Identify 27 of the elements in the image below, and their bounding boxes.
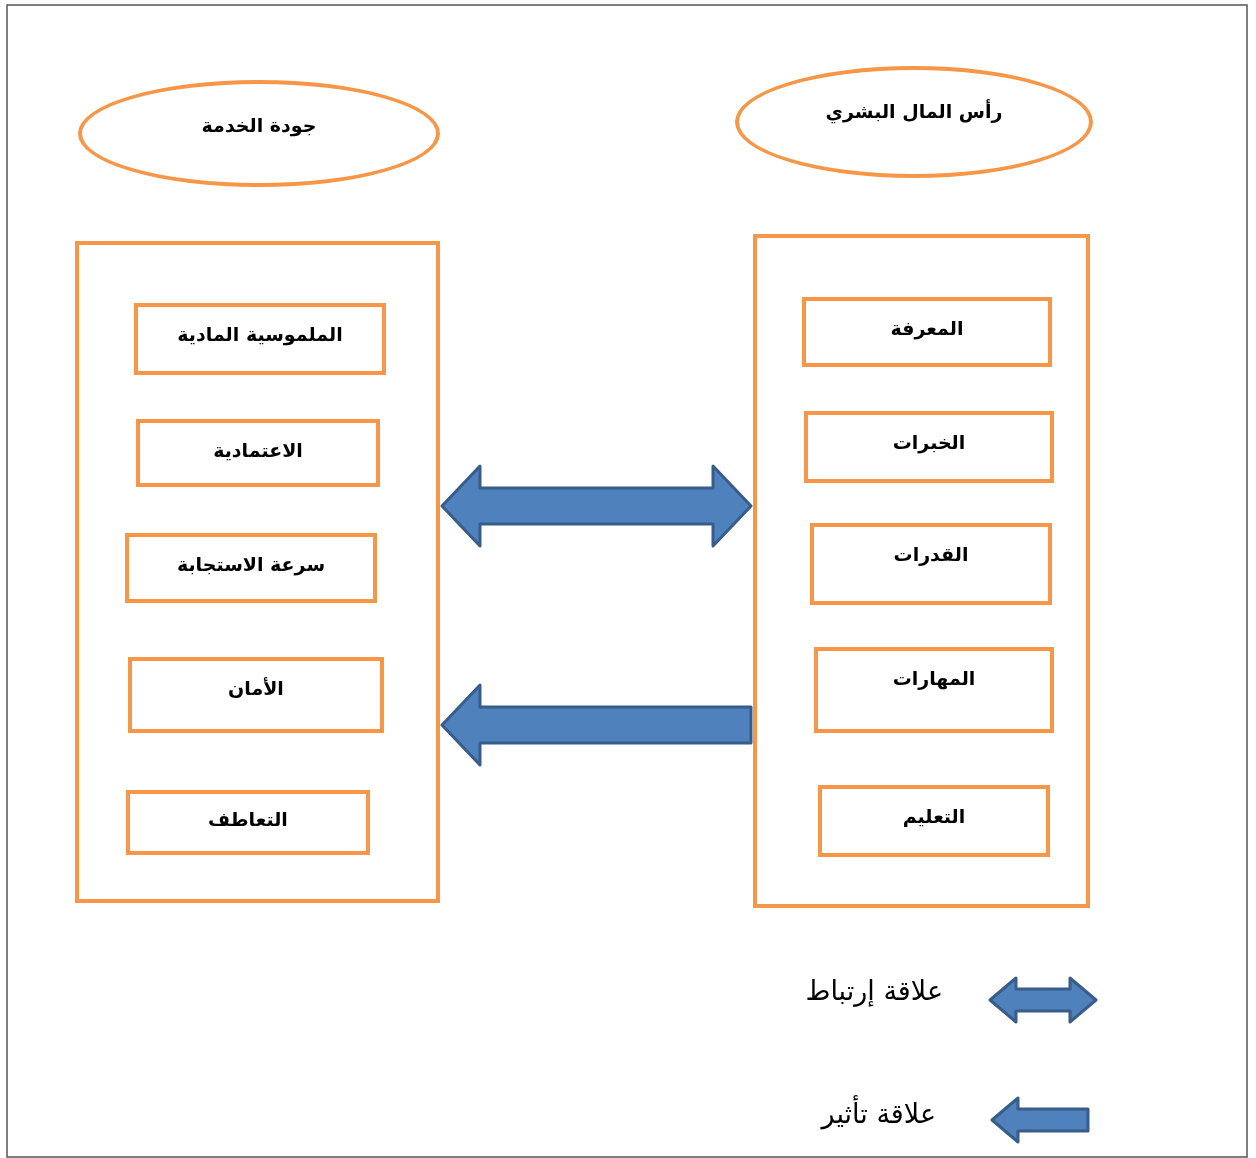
node-label: سرعة الاستجابة xyxy=(175,553,327,575)
node-label: التعاطف xyxy=(207,808,289,830)
node-label: جودة الخدمة xyxy=(200,114,318,136)
item-box xyxy=(125,533,377,603)
item-box xyxy=(814,647,1054,733)
node-label: الخبرات xyxy=(891,431,967,453)
node-label: التعليم xyxy=(901,805,967,827)
item-box xyxy=(126,790,370,855)
item-box xyxy=(128,657,384,733)
node-label: رأس المال البشري xyxy=(824,100,1004,122)
node-label: الأمان xyxy=(227,677,285,699)
node-label: القدرات xyxy=(892,543,970,565)
legend-label: علاقة إرتباط xyxy=(805,975,943,1006)
item-box xyxy=(818,785,1050,857)
arrow xyxy=(440,683,753,767)
item-box xyxy=(136,419,380,487)
group-panel xyxy=(75,241,440,903)
node-label: الملموسية المادية xyxy=(176,323,344,345)
node-label: المعرفة xyxy=(889,317,965,339)
item-box xyxy=(810,523,1052,605)
node-label: الاعتمادية xyxy=(212,439,304,461)
item-box xyxy=(134,303,386,375)
node-label: المهارات xyxy=(891,667,977,689)
group-panel xyxy=(753,234,1090,908)
double-arrow xyxy=(440,464,753,548)
item-box xyxy=(804,411,1054,483)
item-box xyxy=(802,297,1052,367)
